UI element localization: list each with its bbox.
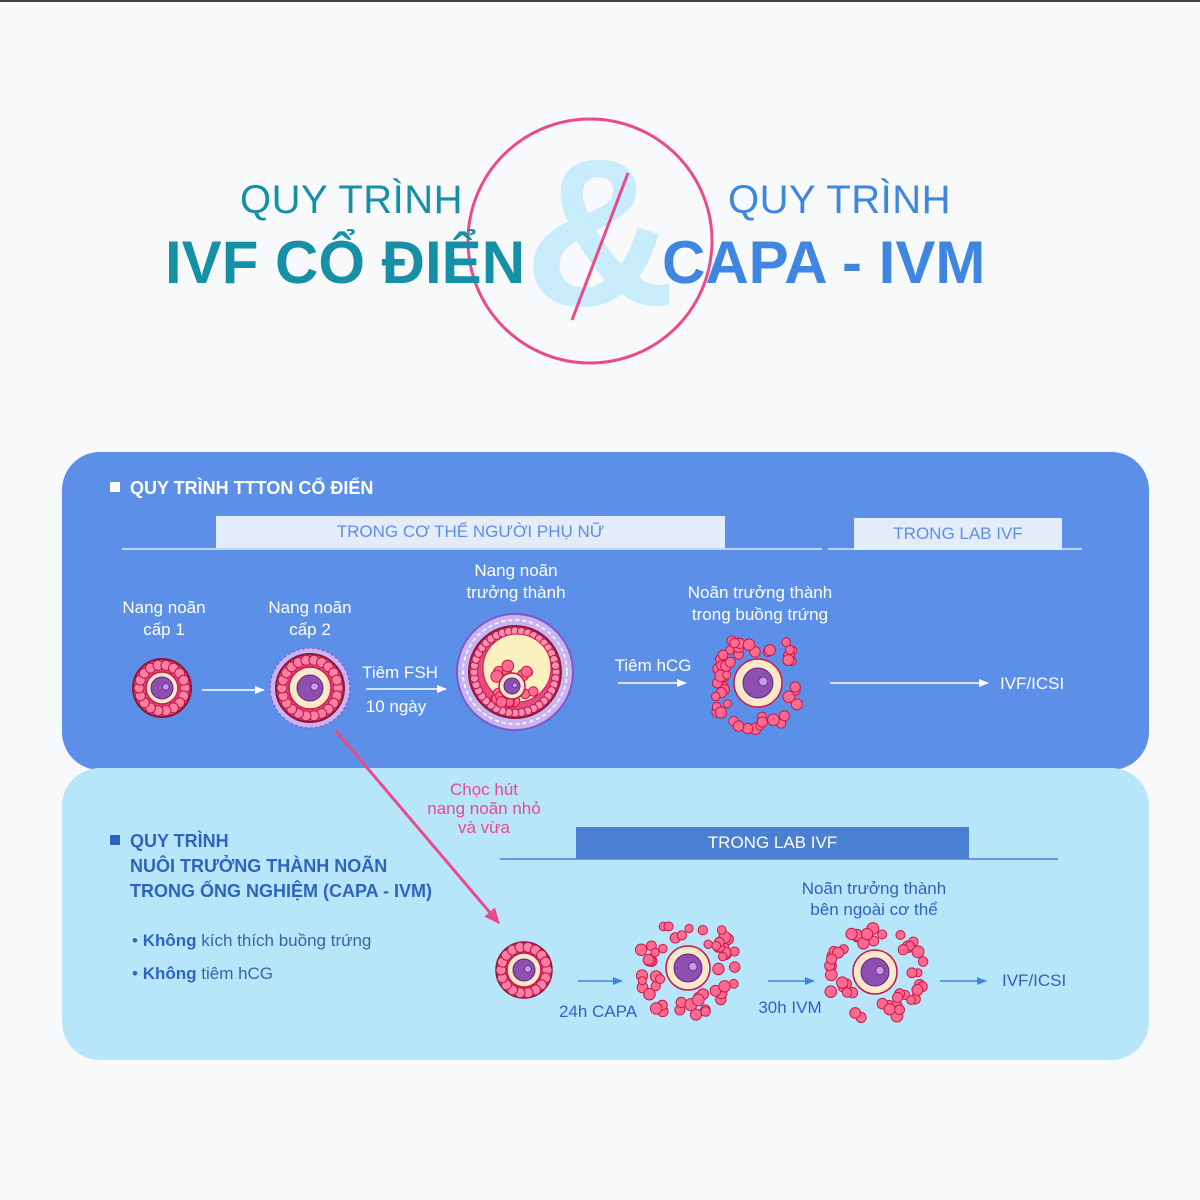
dot-icon: • bbox=[132, 964, 138, 983]
label-fsh: Tiêm FSH bbox=[362, 663, 438, 682]
bullet-no-stimulation: • Không kích thích buồng trứng bbox=[132, 931, 372, 950]
arrow-aspiration bbox=[333, 729, 500, 925]
label-result-top: IVF/ICSI bbox=[1000, 674, 1065, 693]
header-slash bbox=[570, 172, 630, 321]
band-lab-bottom: TRONG LAB IVF bbox=[576, 827, 969, 859]
right-title-line1: QUY TRÌNH bbox=[728, 178, 952, 222]
classic-panel bbox=[62, 452, 1149, 770]
cell-mature-follicle bbox=[456, 613, 574, 731]
label-30h-ivm: 30h IVM bbox=[758, 998, 822, 1017]
dot-icon: • bbox=[132, 931, 138, 950]
label-24h-capa: 24h CAPA bbox=[558, 1002, 638, 1021]
cell-aspirated-oocyte bbox=[495, 941, 553, 999]
cell-primary-follicle bbox=[132, 658, 192, 718]
cell-secondary-follicle bbox=[269, 647, 351, 729]
label-days: 10 ngày bbox=[365, 697, 427, 716]
band-in-body: TRONG CƠ THỂ NGƯỜI PHỤ NỮ bbox=[216, 516, 725, 548]
band-lab-top: TRONG LAB IVF bbox=[854, 518, 1062, 550]
square-bullet-icon bbox=[110, 835, 120, 846]
cell-ivm-oocyte bbox=[824, 922, 929, 1023]
ampersand-glyph: & bbox=[524, 115, 676, 350]
label-result-bottom: IVF/ICSI bbox=[1002, 971, 1067, 990]
header-circle bbox=[466, 117, 714, 365]
left-title-line2: IVF CỔ ĐIỂN bbox=[165, 229, 526, 296]
bullet-no-hcg: • Không tiêm hCG bbox=[132, 964, 274, 983]
cell-capa-oocyte bbox=[634, 921, 741, 1021]
label-hcg: Tiêm hCG bbox=[614, 656, 692, 675]
cell-mature-oocyte-ovary bbox=[711, 635, 803, 735]
classic-title: QUY TRÌNH TTTON CỔ ĐIỂN bbox=[110, 478, 373, 499]
capa-title: QUY TRÌNH NUÔI TRƯỞNG THÀNH NOÃN TRONG Ố… bbox=[110, 829, 432, 904]
header-graphics: & bbox=[466, 115, 714, 365]
right-title-line2: CAPA - IVM bbox=[662, 229, 986, 296]
square-bullet-icon bbox=[110, 482, 120, 493]
left-title-line1: QUY TRÌNH bbox=[240, 178, 464, 222]
cells-layer bbox=[132, 613, 929, 1023]
capa-panel bbox=[62, 768, 1149, 1060]
top-border-line bbox=[0, 0, 1200, 2]
